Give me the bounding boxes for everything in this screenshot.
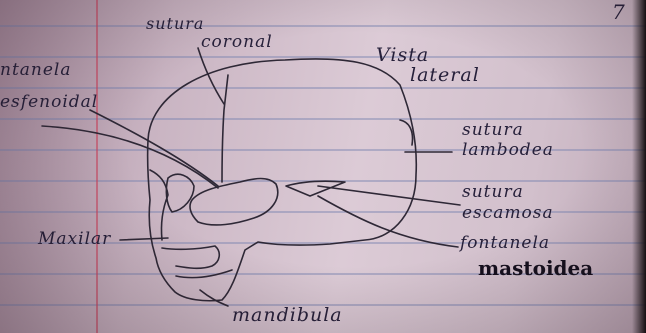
label-fontanela-mastoidea-1: fontanela (460, 233, 550, 253)
label-fontanela-esfenoidal-2: esfenoidal (0, 92, 98, 112)
label-sutura-coronal-1: sutura (146, 14, 204, 33)
label-sutura-lambdoidea-1: sutura (462, 120, 524, 140)
coronal-suture (222, 75, 228, 182)
cranium-outline (148, 59, 417, 301)
mandible-area (176, 270, 232, 278)
label-sutura-coronal-2: coronal (201, 32, 273, 52)
face-contour (150, 170, 168, 240)
leader-escamosa (318, 186, 460, 205)
label-mandibula: mandibula (232, 304, 343, 326)
maxilla-area (162, 246, 219, 268)
label-sutura-escamosa-2: escamosa (462, 203, 554, 223)
label-vista: Vista (376, 44, 429, 66)
label-fontanela-esfenoidal-1: ntanela (0, 60, 72, 80)
leader-maxilar (120, 238, 168, 240)
label-fontanela-mastoidea-2: mastoidea (478, 256, 593, 280)
page-number: 7 (612, 0, 626, 24)
page-edge-shadow (632, 0, 646, 333)
leader-mastoidea (318, 196, 458, 247)
label-sutura-escamosa-1: sutura (462, 182, 524, 202)
zygomatic-region (190, 179, 278, 225)
leader-fontanela-esfenoidal (42, 126, 218, 188)
label-lateral: lateral (410, 64, 480, 86)
label-sutura-lambdoidea-2: lambodea (462, 140, 554, 160)
label-maxilar: Maxilar (38, 229, 111, 249)
lambdoid-suture (400, 120, 413, 145)
